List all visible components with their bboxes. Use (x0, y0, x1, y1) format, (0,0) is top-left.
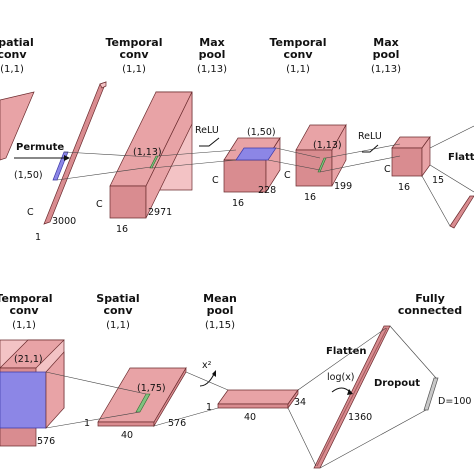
header-title: Max (199, 36, 224, 49)
max-pool-2-block (391, 135, 431, 178)
header-param: (1,1) (106, 320, 130, 331)
output-vector (423, 377, 439, 411)
permute-label: Permute (16, 142, 64, 153)
connector-lines-4 (319, 143, 401, 173)
header-title: Temporal (0, 292, 53, 305)
top-header-max-pool-2: Max pool (1,13) (371, 36, 401, 75)
header-title: Spatial (0, 36, 34, 49)
dim-label: 228 (258, 185, 276, 196)
connector-lines-7 (287, 327, 387, 467)
header-title: Mean (203, 292, 237, 305)
header-line2: pool (199, 48, 226, 61)
dim-label: 199 (334, 181, 352, 192)
dim-label: (1,13) (133, 147, 162, 158)
relu-label: ReLU (358, 131, 382, 142)
flatten-label: Flatte (448, 152, 474, 163)
log-label: log(x) (327, 372, 355, 383)
dim-label: C (96, 199, 103, 210)
connector-lines-5 (45, 371, 147, 429)
dim-label: 1 (84, 418, 90, 429)
bottom-temporal-conv-block (0, 339, 65, 447)
dim-label: (21,1) (14, 354, 43, 365)
bottom-header-spatial-conv: Spatial conv (1,1) (96, 292, 139, 331)
dim-label: 15 (432, 175, 444, 186)
relu-operation-1: ReLU (195, 125, 220, 147)
header-line2: conv (9, 304, 39, 317)
dim-label: 16 (116, 224, 128, 235)
dim-label: C (212, 175, 219, 186)
dim-label: 1360 (348, 412, 372, 423)
header-line2: conv (283, 48, 313, 61)
dropout-label: Dropout (374, 378, 420, 389)
bottom-header-fully-connected: Fully connected (398, 292, 462, 317)
temporal-conv-2-block (295, 123, 347, 187)
mean-pool-slab (217, 388, 299, 410)
dim-label: C (284, 170, 291, 181)
dim-label: 34 (294, 397, 306, 408)
header-line2: connected (398, 304, 462, 317)
header-title: Temporal (269, 36, 326, 49)
top-header-temporal-conv-2: Temporal conv (1,1) (269, 36, 326, 75)
connector-lines-3 (267, 147, 321, 171)
relu-operation-2: ReLU (358, 131, 382, 153)
dim-label: 1 (35, 232, 41, 243)
dim-label: 3000 (52, 216, 76, 227)
relu-label: ReLU (195, 125, 219, 136)
header-param: (1,1) (286, 64, 310, 75)
dim-label: 40 (244, 412, 256, 423)
header-param: (1,1) (0, 64, 24, 75)
header-param: (1,1) (122, 64, 146, 75)
connector-lines-1 (56, 151, 152, 181)
top-header-spatial-conv: Spatial conv (1,1) (0, 36, 34, 75)
dim-label: 16 (232, 198, 244, 209)
header-param: (1,15) (205, 320, 235, 331)
top-header-temporal-conv-1: Temporal conv (1,1) (105, 36, 162, 75)
connector-lines-2 (151, 149, 237, 169)
header-line2: pool (207, 304, 234, 317)
bottom-header-mean-pool: Mean pool (1,15) (203, 292, 237, 331)
dim-label: 40 (121, 430, 133, 441)
bottom-header-temporal-conv: Temporal conv (1,1) (0, 292, 53, 331)
dim-label: 16 (398, 182, 410, 193)
header-line2: conv (119, 48, 149, 61)
header-param: (1,1) (12, 320, 36, 331)
header-param: (1,13) (197, 64, 227, 75)
dim-label: (1,13) (313, 140, 342, 151)
spatial-conv-slab (97, 366, 187, 428)
square-operation: x² (199, 360, 216, 387)
kernel-window-21-1 (0, 371, 47, 429)
log-operation: log(x) (327, 372, 355, 395)
max-pool-1-block (223, 136, 281, 194)
header-title: Fully (415, 292, 445, 305)
dim-label: 2971 (148, 207, 172, 218)
dim-label: C (27, 207, 34, 218)
top-header-max-pool-1: Max pool (1,13) (197, 36, 227, 75)
connector-lines-6 (153, 371, 229, 427)
header-title: Spatial (96, 292, 139, 305)
dim-label: 16 (304, 192, 316, 203)
header-title: Max (373, 36, 398, 49)
dim-label: (1,75) (137, 383, 166, 394)
dim-label: (1,50) (247, 127, 276, 138)
header-line2: pool (373, 48, 400, 61)
input-layer-slab (0, 91, 35, 161)
header-param: (1,13) (371, 64, 401, 75)
flatten-label: Flatten (326, 346, 366, 357)
dim-label: 576 (168, 418, 186, 429)
dim-label: 1 (206, 402, 212, 413)
square-label: x² (202, 360, 212, 371)
dim-label: 576 (37, 436, 55, 447)
dim-label: (1,50) (14, 170, 43, 181)
header-line2: conv (0, 48, 27, 61)
top-flatten-vector (421, 125, 474, 229)
dim-label: C (384, 164, 391, 175)
permute-arrow: Permute (14, 142, 70, 161)
output-label: D=100 (438, 396, 471, 407)
connector-lines-8 (319, 325, 437, 469)
header-line2: conv (103, 304, 133, 317)
header-title: Temporal (105, 36, 162, 49)
